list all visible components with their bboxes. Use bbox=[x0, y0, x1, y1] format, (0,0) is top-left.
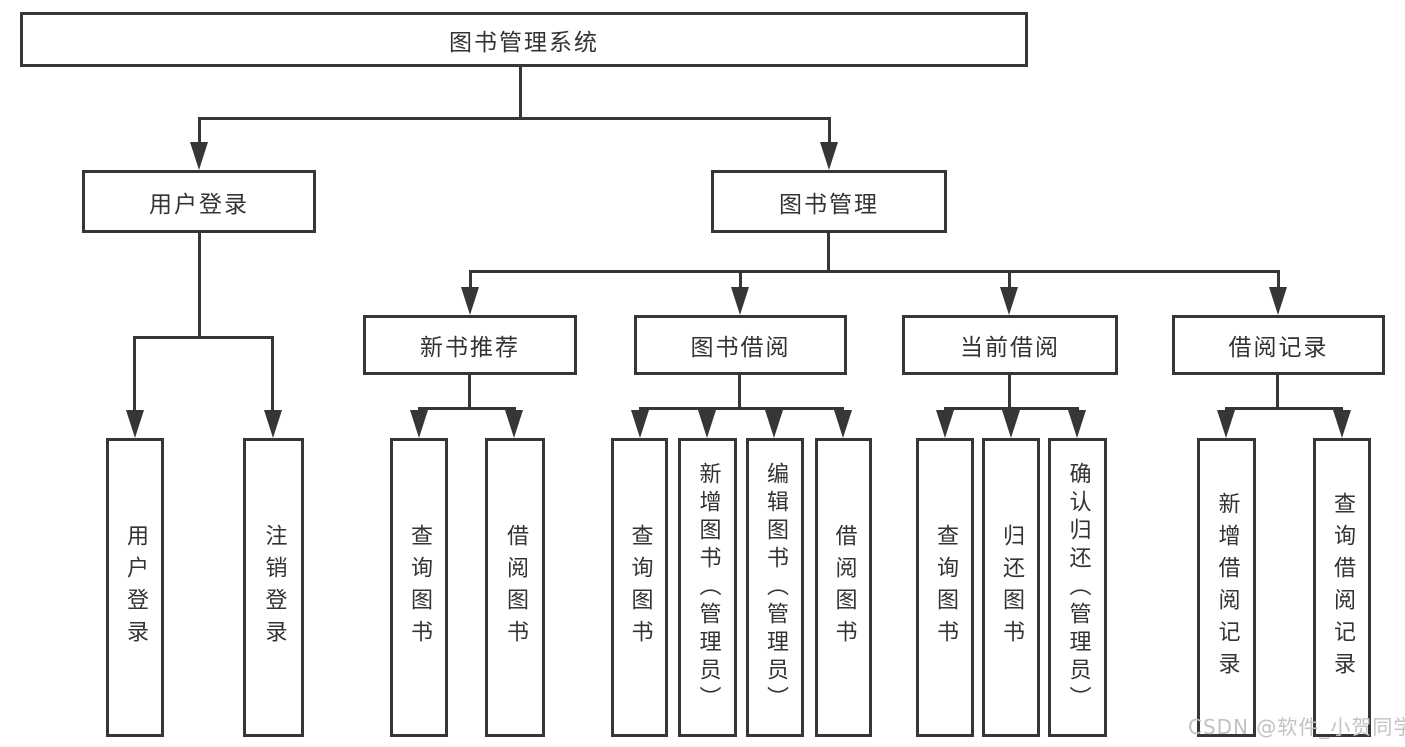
node-borrow-records-label: 借阅记录 bbox=[1228, 335, 1329, 361]
arrow-down-icon bbox=[936, 410, 954, 438]
connector-stem-book-mgmt bbox=[828, 117, 831, 143]
connector-vline-user-login bbox=[198, 233, 201, 336]
leaf-logout: 注销登录 bbox=[243, 438, 304, 737]
leaf-query-borrow-record: 查询借阅记录 bbox=[1313, 438, 1371, 737]
connector-hline-book-mgmt bbox=[469, 270, 1280, 273]
leaf-logout-label: 注销登录 bbox=[261, 523, 287, 652]
leaf-query-books-borrow-label: 查询图书 bbox=[627, 523, 653, 652]
leaf-add-borrow-record-label: 新增借阅记录 bbox=[1214, 491, 1240, 684]
leaf-return-book: 归还图书 bbox=[982, 438, 1040, 737]
arrow-down-icon bbox=[1333, 410, 1351, 438]
arrow-down-icon bbox=[1000, 287, 1018, 315]
arrow-down-icon bbox=[410, 410, 428, 438]
connector-stem-user-login bbox=[198, 117, 201, 143]
connector-vline-book-mgmt bbox=[827, 233, 830, 270]
node-book-borrow: 图书借阅 bbox=[634, 315, 847, 375]
arrow-down-icon bbox=[631, 410, 649, 438]
connector-hline-new-book-rec bbox=[418, 407, 516, 410]
leaf-borrow-books-label: 借阅图书 bbox=[831, 523, 857, 652]
node-root-label: 图书管理系统 bbox=[449, 29, 599, 56]
arrow-down-icon bbox=[765, 410, 783, 438]
arrow-down-icon bbox=[698, 410, 716, 438]
leaf-query-books-borrow: 查询图书 bbox=[611, 438, 668, 737]
leaf-borrow-books-rec-label: 借阅图书 bbox=[503, 523, 528, 652]
connector-vline-current-borrow bbox=[1008, 375, 1011, 407]
node-current-borrow-label: 当前借阅 bbox=[960, 335, 1060, 361]
leaf-add-book-admin: 新增图书（管理员） bbox=[678, 438, 737, 737]
arrow-down-icon bbox=[1068, 410, 1086, 438]
node-root: 图书管理系统 bbox=[20, 12, 1028, 67]
node-user-login-label: 用户登录 bbox=[149, 191, 249, 218]
leaf-user-login: 用户登录 bbox=[106, 438, 164, 737]
arrow-down-icon bbox=[190, 142, 208, 170]
leaf-borrow-books-rec: 借阅图书 bbox=[485, 438, 545, 737]
connector-stem-current-borrow bbox=[1008, 270, 1011, 288]
connector-stem-new-book-rec bbox=[469, 270, 472, 288]
arrow-down-icon bbox=[1269, 287, 1287, 315]
connector-stem-book-borrow bbox=[739, 270, 742, 288]
node-current-borrow: 当前借阅 bbox=[902, 315, 1118, 375]
arrow-down-icon bbox=[461, 287, 479, 315]
node-borrow-records: 借阅记录 bbox=[1172, 315, 1385, 375]
node-book-mgmt: 图书管理 bbox=[711, 170, 947, 233]
connector-stem-leaf-user-login bbox=[133, 336, 136, 410]
node-book-borrow-label: 图书借阅 bbox=[690, 335, 791, 361]
leaf-confirm-return-admin-label: 确认归还（管理员） bbox=[1065, 461, 1091, 714]
arrow-down-icon bbox=[731, 287, 749, 315]
leaf-query-borrow-record-label: 查询借阅记录 bbox=[1330, 491, 1355, 684]
arrow-down-icon bbox=[1002, 410, 1020, 438]
watermark: CSDN @软件_小贺同学 bbox=[1188, 715, 1405, 739]
connector-hline-book-borrow bbox=[639, 407, 844, 410]
node-new-book-rec-label: 新书推荐 bbox=[420, 335, 520, 361]
leaf-edit-book-admin-label: 编辑图书（管理员） bbox=[763, 461, 788, 714]
leaf-query-books-current: 查询图书 bbox=[916, 438, 974, 737]
connector-vline-book-borrow bbox=[738, 375, 741, 407]
connector-vline-borrow-records bbox=[1276, 375, 1279, 407]
leaf-query-books-rec-label: 查询图书 bbox=[407, 523, 432, 652]
arrow-down-icon bbox=[834, 410, 852, 438]
connector-vline-new-book-rec bbox=[468, 375, 471, 407]
leaf-query-books-current-label: 查询图书 bbox=[933, 523, 958, 652]
connector-hline-root bbox=[198, 117, 830, 120]
connector-vline-root bbox=[519, 67, 522, 117]
connector-hline-current-borrow bbox=[944, 407, 1079, 410]
node-book-mgmt-label: 图书管理 bbox=[779, 191, 879, 218]
node-user-login: 用户登录 bbox=[82, 170, 316, 233]
arrow-down-icon bbox=[264, 410, 282, 438]
connector-stem-borrow-records bbox=[1277, 270, 1280, 288]
leaf-user-login-label: 用户登录 bbox=[123, 523, 148, 652]
node-new-book-rec: 新书推荐 bbox=[363, 315, 577, 375]
leaf-return-book-label: 归还图书 bbox=[999, 523, 1024, 652]
arrow-down-icon bbox=[126, 410, 144, 438]
leaf-confirm-return-admin: 确认归还（管理员） bbox=[1048, 438, 1107, 737]
connector-stem-leaf-logout bbox=[271, 336, 274, 410]
arrow-down-icon bbox=[820, 142, 838, 170]
leaf-add-book-admin-label: 新增图书（管理员） bbox=[695, 461, 721, 714]
arrow-down-icon bbox=[505, 410, 523, 438]
leaf-query-books-rec: 查询图书 bbox=[390, 438, 448, 737]
leaf-add-borrow-record: 新增借阅记录 bbox=[1197, 438, 1256, 737]
leaf-edit-book-admin: 编辑图书（管理员） bbox=[746, 438, 804, 737]
connector-hline-user-login bbox=[133, 336, 274, 339]
arrow-down-icon bbox=[1217, 410, 1235, 438]
leaf-borrow-books: 借阅图书 bbox=[815, 438, 872, 737]
connector-hline-borrow-records bbox=[1225, 407, 1343, 410]
